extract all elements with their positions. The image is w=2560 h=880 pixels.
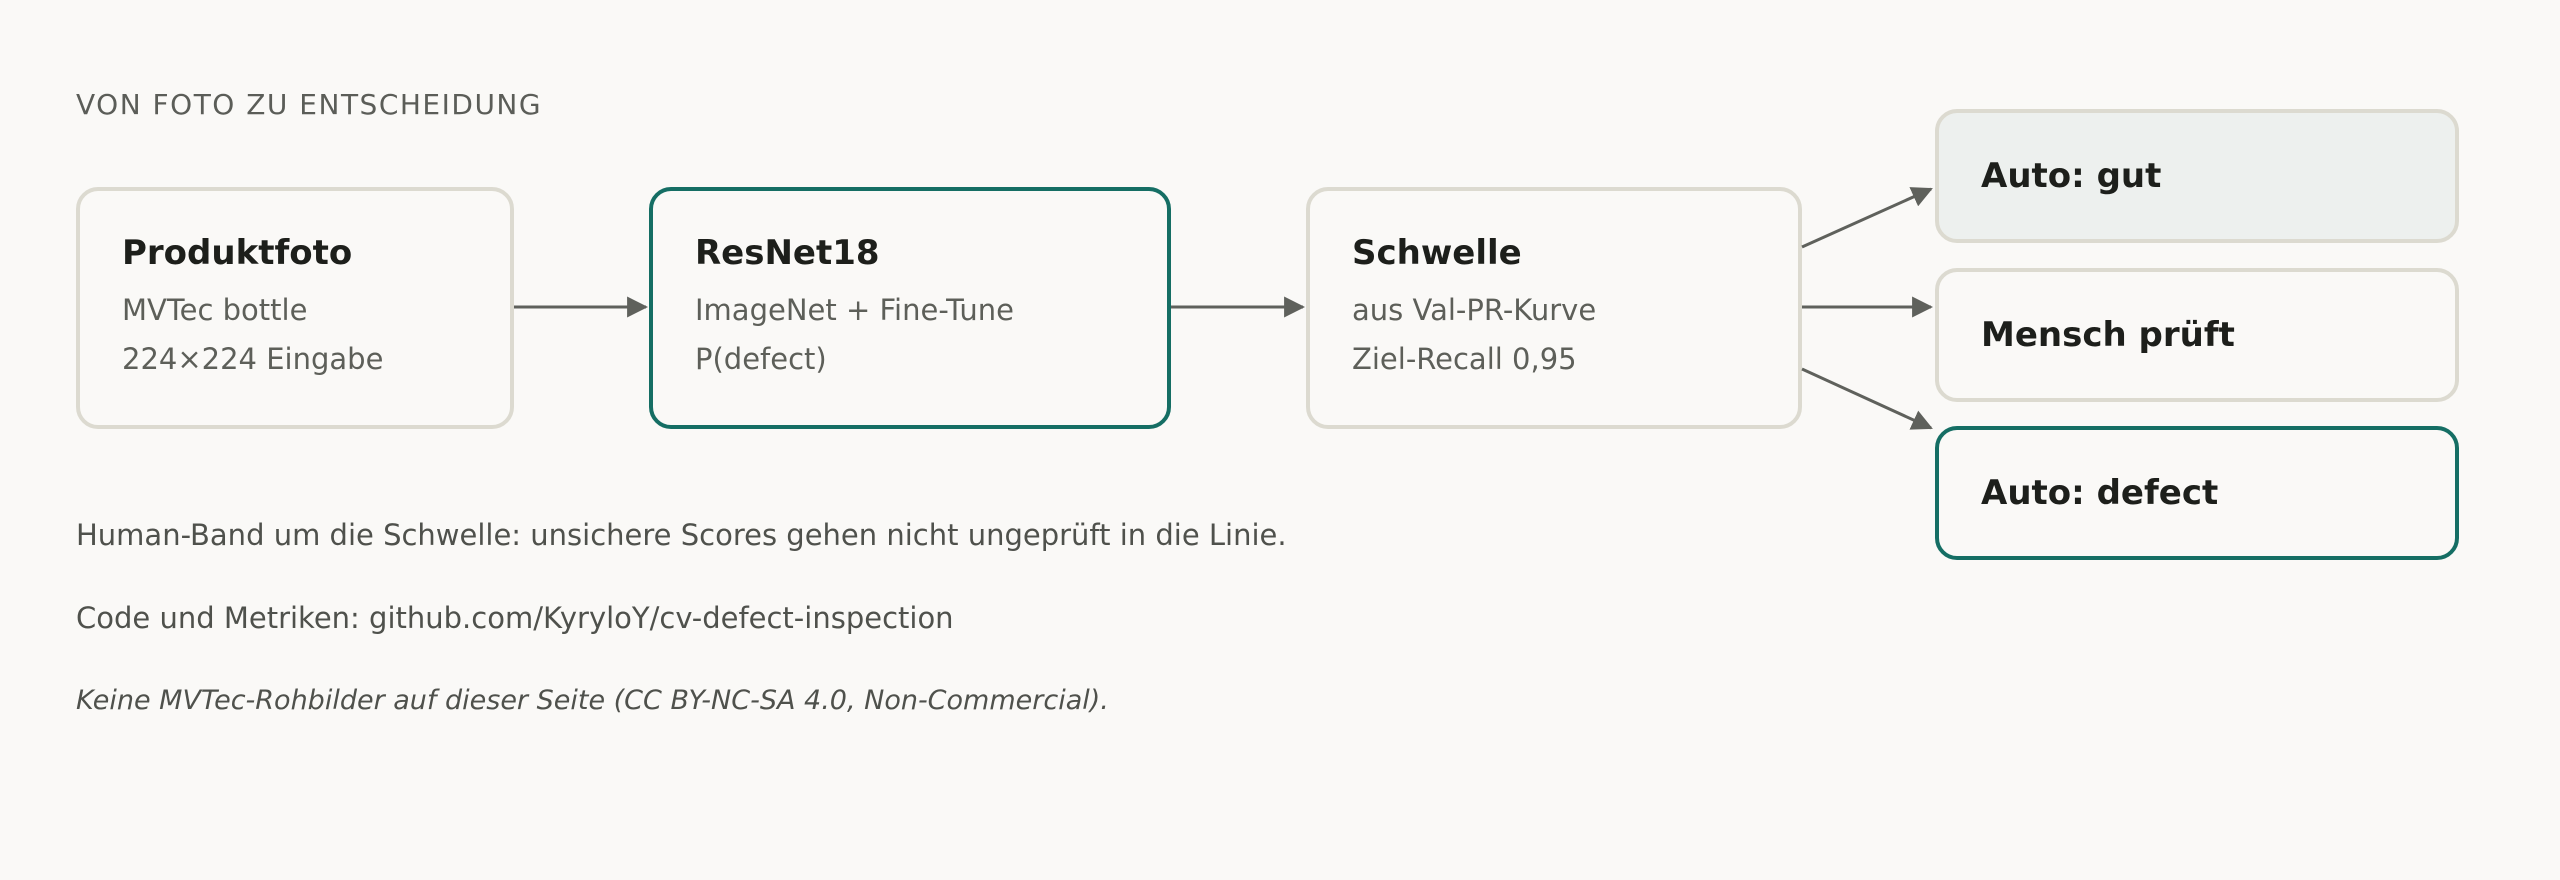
step-detail: P(defect)	[695, 342, 827, 376]
step-detail: aus Val-PR-Kurve	[1352, 293, 1597, 327]
note-human-band: Human-Band um die Schwelle: unsichere Sc…	[76, 518, 1287, 552]
arrow-schwelle-to-defect	[1801, 367, 1933, 430]
outcome-label: Auto: gut	[1981, 156, 2162, 196]
step-title: Schwelle	[1352, 233, 1522, 273]
step-title: ResNet18	[695, 233, 880, 273]
outcome-label: Mensch prüft	[1981, 315, 2235, 355]
step-produktfoto: Produktfoto MVTec bottle 224×224 Eingabe	[76, 187, 514, 429]
diagram-kicker: VON FOTO ZU ENTSCHEIDUNG	[76, 88, 543, 121]
step-resnet18: ResNet18 ImageNet + Fine-Tune P(defect)	[649, 187, 1171, 429]
step-detail: 224×224 Eingabe	[122, 342, 384, 376]
step-title: Produktfoto	[122, 233, 353, 273]
note-license: Keine MVTec-Rohbilder auf dieser Seite (…	[76, 685, 1109, 716]
note-code-link: Code und Metriken: github.com/KyryloY/cv…	[76, 601, 954, 635]
step-detail: MVTec bottle	[122, 293, 308, 327]
outcome-label: Auto: defect	[1981, 473, 2219, 513]
step-schwelle: Schwelle aus Val-PR-Kurve Ziel-Recall 0,…	[1306, 187, 1802, 429]
outcome-auto-gut: Auto: gut	[1935, 109, 2459, 243]
arrow-schwelle-to-gut	[1801, 187, 1933, 249]
outcome-mensch-prueft: Mensch prüft	[1935, 268, 2459, 402]
step-detail: Ziel-Recall 0,95	[1352, 342, 1577, 376]
step-detail: ImageNet + Fine-Tune	[695, 293, 1015, 327]
outcome-auto-defect: Auto: defect	[1935, 426, 2459, 560]
